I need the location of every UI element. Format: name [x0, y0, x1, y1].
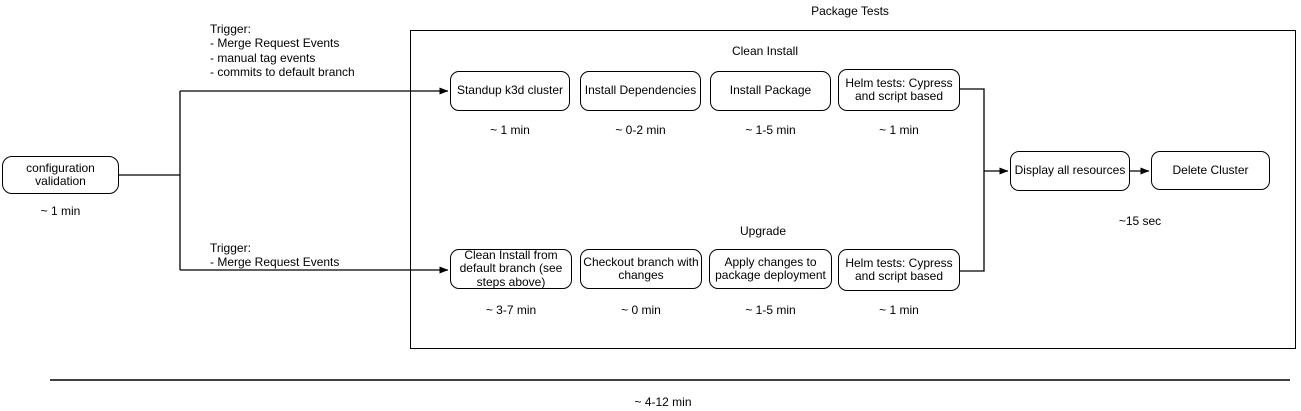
section-label-clean-install: Clean Install: [731, 44, 799, 58]
node-configuration-validation: configuration validation: [2, 156, 119, 194]
trigger-top-item: - Merge Request Events: [210, 36, 340, 51]
time-standup-k3d-cluster: ~ 1 min: [490, 123, 530, 137]
node-display-all-resources: Display all resources: [1010, 151, 1130, 191]
node-checkout-branch-with-changes: Checkout branch with changes: [580, 249, 702, 289]
node-install-package: Install Package: [710, 71, 831, 111]
node-install-dependencies: Install Dependencies: [580, 71, 701, 111]
section-label-upgrade: Upgrade: [739, 224, 787, 238]
node-delete-cluster: Delete Cluster: [1151, 151, 1270, 190]
trigger-top-item: - commits to default branch: [210, 65, 355, 80]
trigger-note-top: Trigger: - Merge Request Events - manual…: [210, 22, 355, 80]
trigger-bottom-title: Trigger:: [210, 241, 251, 255]
time-clean-install-from-default-branch: ~ 3-7 min: [485, 303, 537, 317]
node-standup-k3d-cluster: Standup k3d cluster: [450, 71, 570, 111]
time-configuration-validation: ~ 1 min: [40, 204, 81, 218]
time-install-package: ~ 1-5 min: [745, 123, 796, 137]
time-apply-changes-to-package-deployment: ~ 1-5 min: [745, 303, 796, 317]
time-checkout-branch-with-changes: ~ 0 min: [621, 303, 661, 317]
time-helm-tests-upgrade: ~ 1 min: [879, 303, 919, 317]
node-helm-tests-clean-install: Helm tests: Cypress and script based: [838, 69, 960, 111]
trigger-bottom-item: - Merge Request Events: [210, 255, 340, 270]
diagram-title: Package Tests: [811, 4, 889, 18]
time-helm-tests-clean-install: ~ 1 min: [879, 123, 919, 137]
trigger-top-item: - manual tag events: [210, 50, 316, 65]
trigger-note-bottom: Trigger: - Merge Request Events: [210, 241, 339, 270]
package-tests-container: [410, 30, 1296, 349]
total-pipeline-time: ~ 4-12 min: [634, 395, 692, 409]
time-install-dependencies: ~ 0-2 min: [615, 123, 666, 137]
trigger-top-title: Trigger:: [210, 22, 251, 36]
node-helm-tests-upgrade: Helm tests: Cypress and script based: [838, 249, 960, 291]
time-display-all-resources: ~15 sec: [1118, 214, 1162, 228]
node-clean-install-from-default-branch: Clean Install from default branch (see s…: [450, 248, 572, 289]
node-apply-changes-to-package-deployment: Apply changes to package deployment: [709, 249, 832, 289]
